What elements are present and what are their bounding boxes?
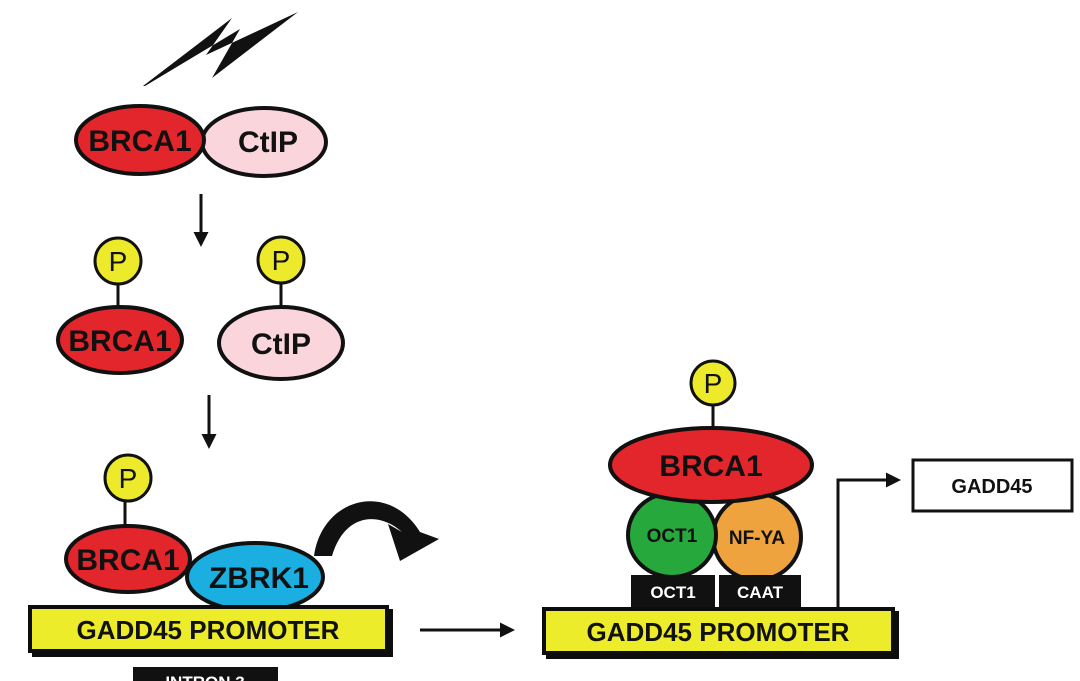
ctip-label: CtIP: [238, 126, 298, 159]
gadd45-label: GADD45: [951, 476, 1032, 498]
promoter-right: GADD45 PROMOTER: [542, 607, 895, 655]
brca1-label: BRCA1: [659, 450, 762, 483]
intron-label: INTRON 3: [165, 673, 244, 681]
promoter-bar: [542, 607, 895, 655]
caat-site-box: [719, 575, 801, 609]
ctip-protein: [217, 305, 345, 381]
activation-complex: P NF-YA OCT1 BRCA1 OCT1 CAAT: [608, 359, 814, 609]
phospho-label: P: [704, 368, 723, 399]
intron-site-box: INTRON 3: [133, 667, 278, 681]
phospho-marker: [256, 235, 306, 285]
brca1-protein: [608, 426, 814, 504]
transcription-arrow: [836, 472, 901, 607]
caat-site-label: CAAT: [737, 583, 784, 602]
curved-arrow-icon: [314, 501, 439, 561]
phospho-label: P: [272, 245, 291, 276]
phospho-ctip-free: P CtIP: [217, 235, 345, 381]
promoter-left: GADD45 PROMOTER: [28, 605, 389, 653]
gadd45-product: GADD45: [911, 458, 1074, 513]
oct1-protein-label: OCT1: [647, 526, 698, 547]
promoter-label: GADD45 PROMOTER: [77, 615, 340, 645]
oct1-site-label: OCT1: [650, 583, 695, 602]
gadd45-box: [911, 458, 1074, 513]
oct1-site-box: [631, 575, 715, 609]
promoter-bar: [28, 605, 389, 653]
lightning-bolt-icon: [143, 12, 298, 86]
brca1-protein: [56, 305, 184, 375]
phospho-marker: [93, 236, 143, 286]
phospho-marker: [103, 453, 153, 503]
ctip-label: CtIP: [251, 328, 311, 361]
brca1-label: BRCA1: [76, 544, 179, 577]
brca1-label: BRCA1: [88, 125, 191, 158]
phospho-label: P: [119, 463, 138, 494]
brca1-protein: [64, 524, 192, 594]
phospho-marker: [689, 359, 737, 407]
zbrk1-label: ZBRK1: [209, 562, 309, 595]
promoter-label: GADD45 PROMOTER: [587, 617, 850, 647]
repression-complex: P ZBRK1 BRCA1: [64, 453, 325, 613]
brca1-label: BRCA1: [68, 325, 171, 358]
nfya-label: NF-YA: [729, 528, 786, 549]
phospho-label: P: [109, 246, 128, 277]
phospho-brca1-free: P BRCA1: [56, 236, 184, 375]
brca1-ctip-complex: BRCA1 CtIP: [74, 104, 328, 178]
brca1-protein: [74, 104, 206, 176]
